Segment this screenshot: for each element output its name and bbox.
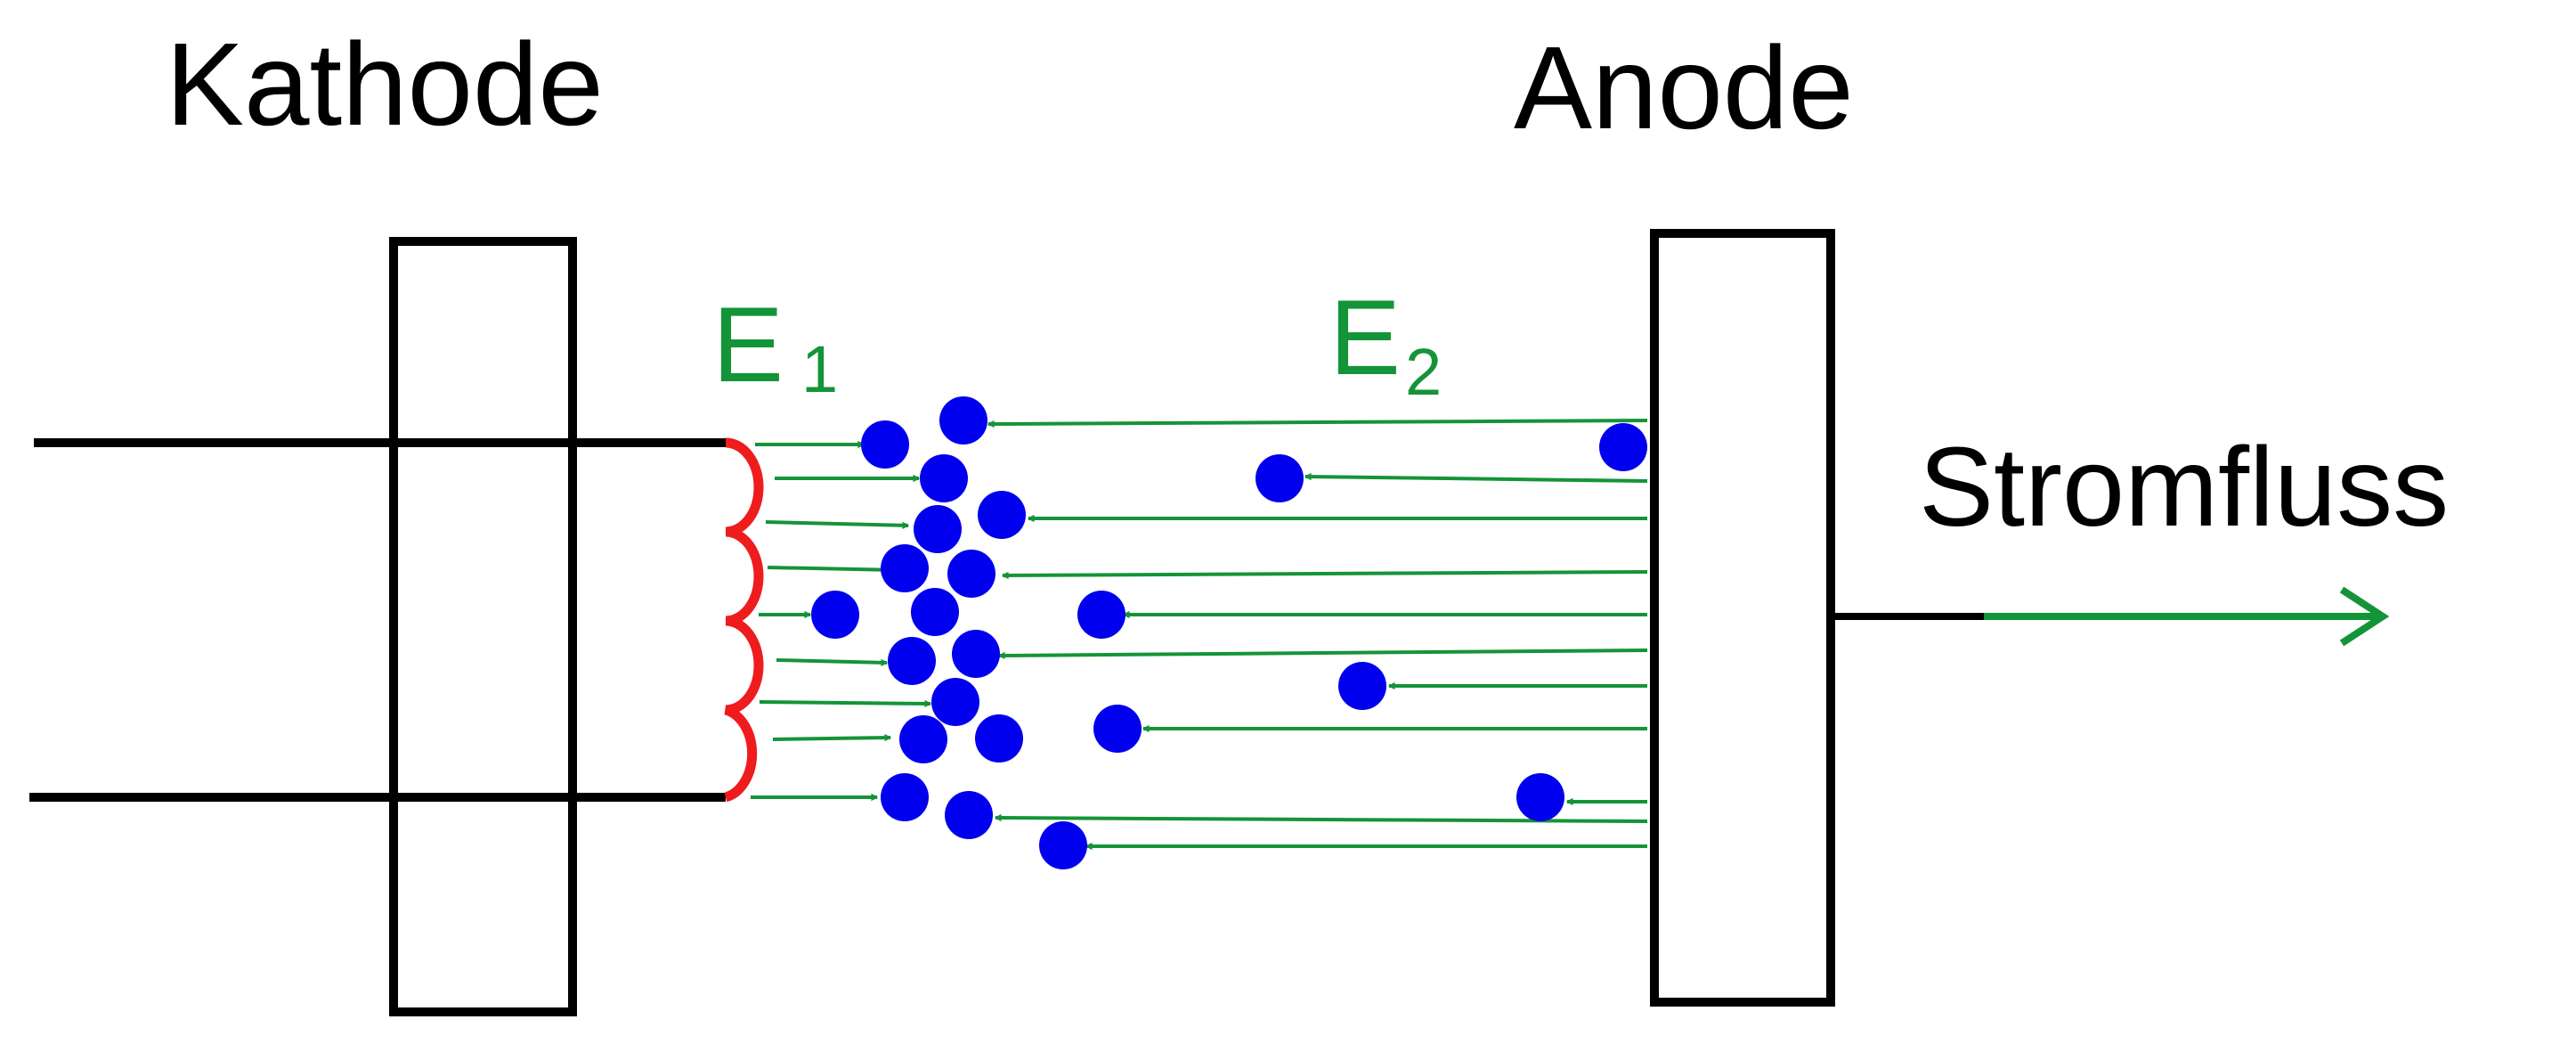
current-label: Stromfluss	[1919, 424, 2449, 550]
field-e1-arrows	[751, 445, 930, 797]
electron	[811, 591, 859, 639]
cathode-holder	[389, 237, 577, 1016]
e1-arrow	[759, 702, 930, 704]
electron	[911, 588, 959, 636]
electron	[1255, 454, 1304, 502]
electron	[931, 678, 979, 726]
e2-arrow	[1003, 570, 1648, 575]
e1-arrow	[765, 520, 908, 526]
electron	[1039, 821, 1087, 869]
electron	[920, 454, 968, 502]
field-e1-letter: E	[712, 285, 784, 404]
electron	[945, 791, 993, 839]
electron	[947, 550, 995, 598]
e2-arrow	[988, 419, 1648, 424]
emitter-surface	[724, 437, 764, 803]
electron	[881, 773, 929, 821]
electron	[914, 505, 962, 553]
e1-arrow	[772, 738, 890, 739]
e1-arrow	[767, 566, 898, 570]
electron	[1077, 591, 1125, 639]
e2-arrow	[999, 648, 1648, 656]
electron	[1599, 423, 1647, 471]
electron	[899, 715, 947, 763]
anode-label: Anode	[1514, 22, 1854, 153]
electron	[1338, 662, 1386, 710]
electron	[975, 714, 1023, 763]
anode-plate	[1650, 229, 1835, 1007]
current-arrow-head	[2339, 586, 2390, 647]
electron	[952, 630, 1000, 678]
field-e2-label: E 2	[1329, 278, 1442, 409]
electron	[861, 420, 909, 469]
electron	[881, 544, 929, 592]
field-e2-subscript: 2	[1405, 335, 1442, 409]
electron	[1093, 705, 1142, 753]
electrons	[811, 396, 1647, 869]
e2-arrow	[1305, 477, 1648, 483]
electron	[888, 637, 936, 685]
electron	[978, 491, 1026, 539]
field-e2-letter: E	[1329, 278, 1401, 397]
field-e1-label: E 1	[712, 285, 838, 406]
e1-arrow	[776, 658, 887, 663]
cathode-label: Kathode	[166, 19, 604, 150]
electron	[1516, 773, 1564, 821]
electron	[939, 396, 987, 445]
field-e1-subscript: 1	[801, 332, 838, 406]
